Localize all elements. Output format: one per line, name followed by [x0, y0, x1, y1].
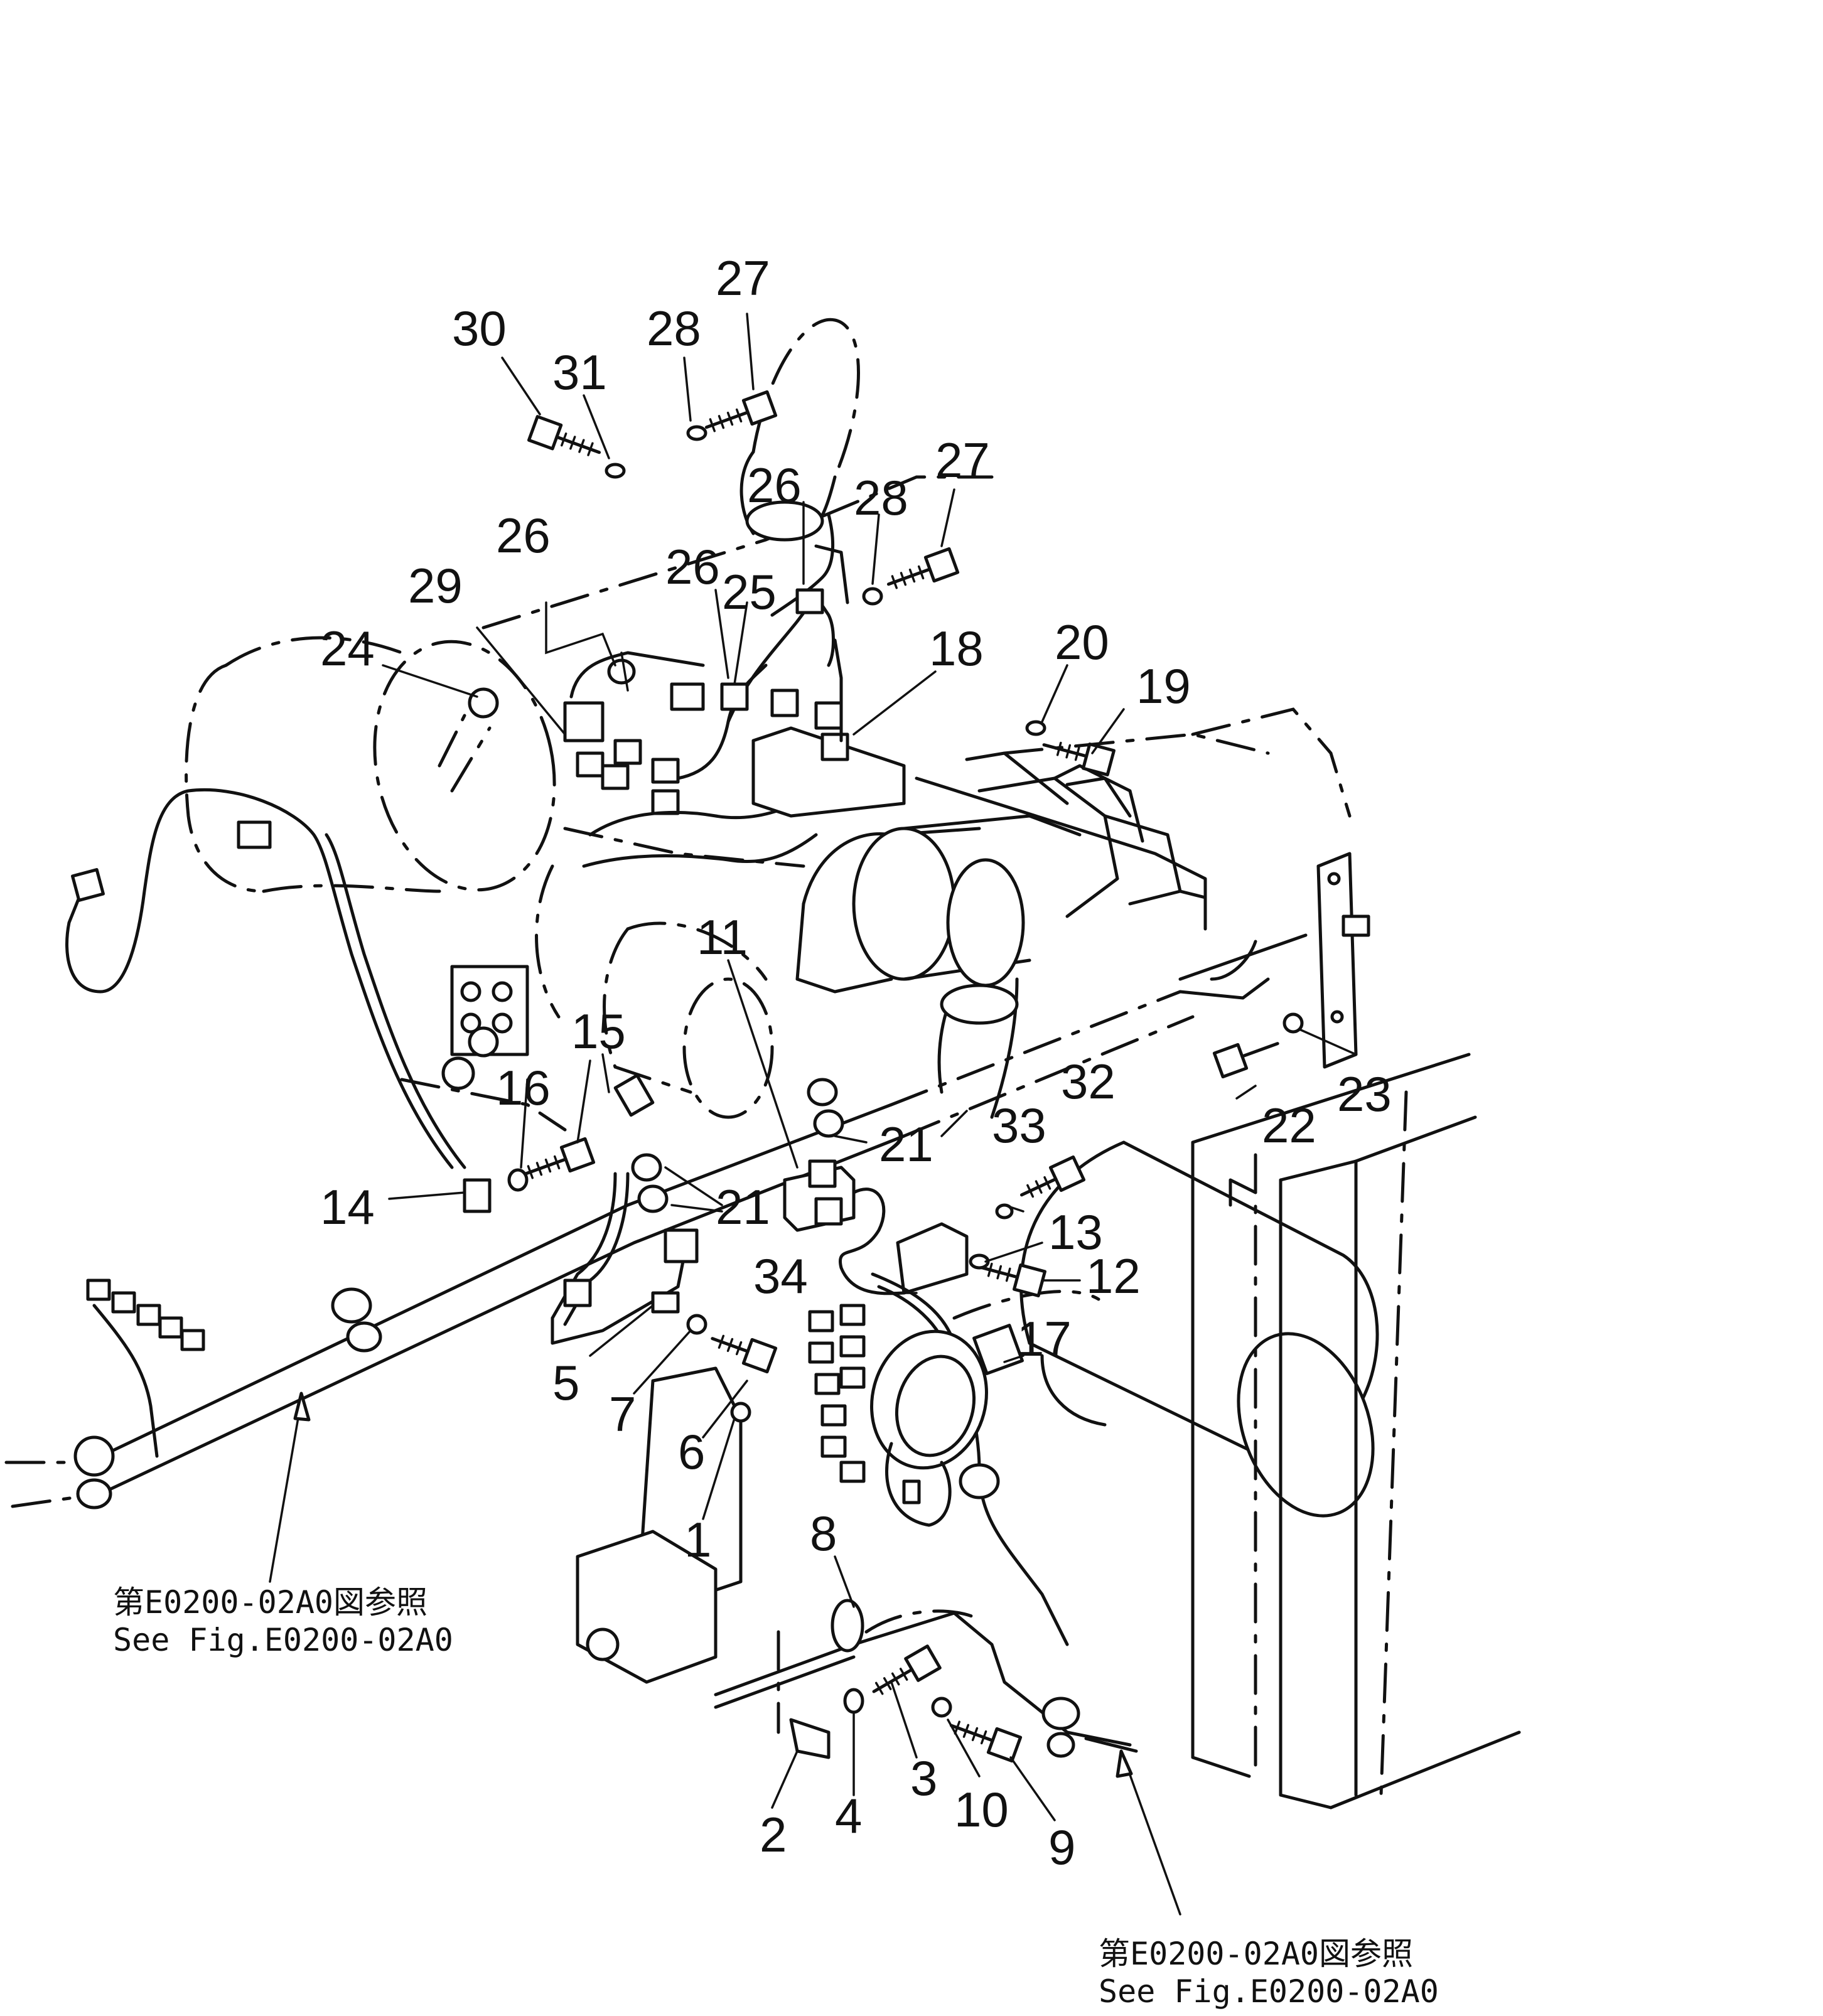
callout-17: 17 — [1017, 1311, 1072, 1366]
callout-10: 10 — [954, 1782, 1009, 1837]
callout-28a: 28 — [647, 301, 701, 356]
callout-12: 12 — [1086, 1248, 1141, 1304]
callout-8: 8 — [810, 1506, 837, 1561]
callout-23: 23 — [1337, 1066, 1392, 1122]
callout-27a: 27 — [716, 250, 770, 306]
callout-24: 24 — [320, 621, 375, 676]
callout-7: 7 — [609, 1386, 636, 1442]
leader-lines — [269, 313, 1357, 1916]
reference-bottom-en: See Fig.E0200-02A0 — [1099, 1973, 1439, 2010]
callouts: 1 2 3 4 5 6 7 8 9 10 11 12 13 14 15 16 1… — [320, 250, 1392, 1875]
callout-26b: 26 — [665, 539, 720, 594]
callout-11: 11 — [697, 909, 748, 965]
callout-29: 29 — [408, 558, 463, 613]
callout-33: 33 — [992, 1098, 1046, 1153]
reference-left-en: See Fig.E0200-02A0 — [113, 1622, 453, 1658]
callout-6: 6 — [678, 1424, 705, 1479]
callout-22: 22 — [1262, 1098, 1316, 1153]
callout-15: 15 — [571, 1004, 626, 1059]
callout-13: 13 — [1048, 1204, 1103, 1260]
engine-outline — [185, 475, 1521, 1810]
callout-9: 9 — [1048, 1820, 1075, 1875]
callout-4: 4 — [835, 1788, 862, 1843]
callout-19: 19 — [1136, 658, 1191, 714]
callout-27b: 27 — [935, 432, 990, 488]
reference-notes: 第E0200-02A0図参照 See Fig.E0200-02A0 第E0200… — [113, 1584, 1439, 2010]
callout-25: 25 — [722, 564, 777, 619]
callout-18: 18 — [929, 621, 984, 676]
callout-32: 32 — [1061, 1054, 1116, 1109]
callout-34: 34 — [753, 1248, 808, 1304]
callout-21a: 21 — [879, 1117, 933, 1172]
callout-5: 5 — [552, 1355, 579, 1410]
wire-harness — [4, 318, 1207, 1759]
callout-21b: 21 — [716, 1179, 770, 1235]
callout-28b: 28 — [854, 470, 908, 525]
callout-30: 30 — [452, 301, 507, 356]
callout-14: 14 — [320, 1179, 375, 1235]
reference-left-jp: 第E0200-02A0図参照 — [113, 1584, 428, 1621]
callout-20: 20 — [1055, 614, 1109, 670]
callout-16: 16 — [496, 1060, 551, 1115]
fasteners — [468, 390, 1304, 1763]
reference-bottom-jp: 第E0200-02A0図参照 — [1099, 1936, 1413, 1972]
callout-3: 3 — [910, 1751, 937, 1806]
callout-26a: 26 — [496, 508, 551, 563]
callout-2: 2 — [760, 1807, 787, 1862]
callout-26c: 26 — [747, 458, 802, 513]
callout-1: 1 — [684, 1512, 711, 1567]
callout-31: 31 — [552, 345, 607, 400]
